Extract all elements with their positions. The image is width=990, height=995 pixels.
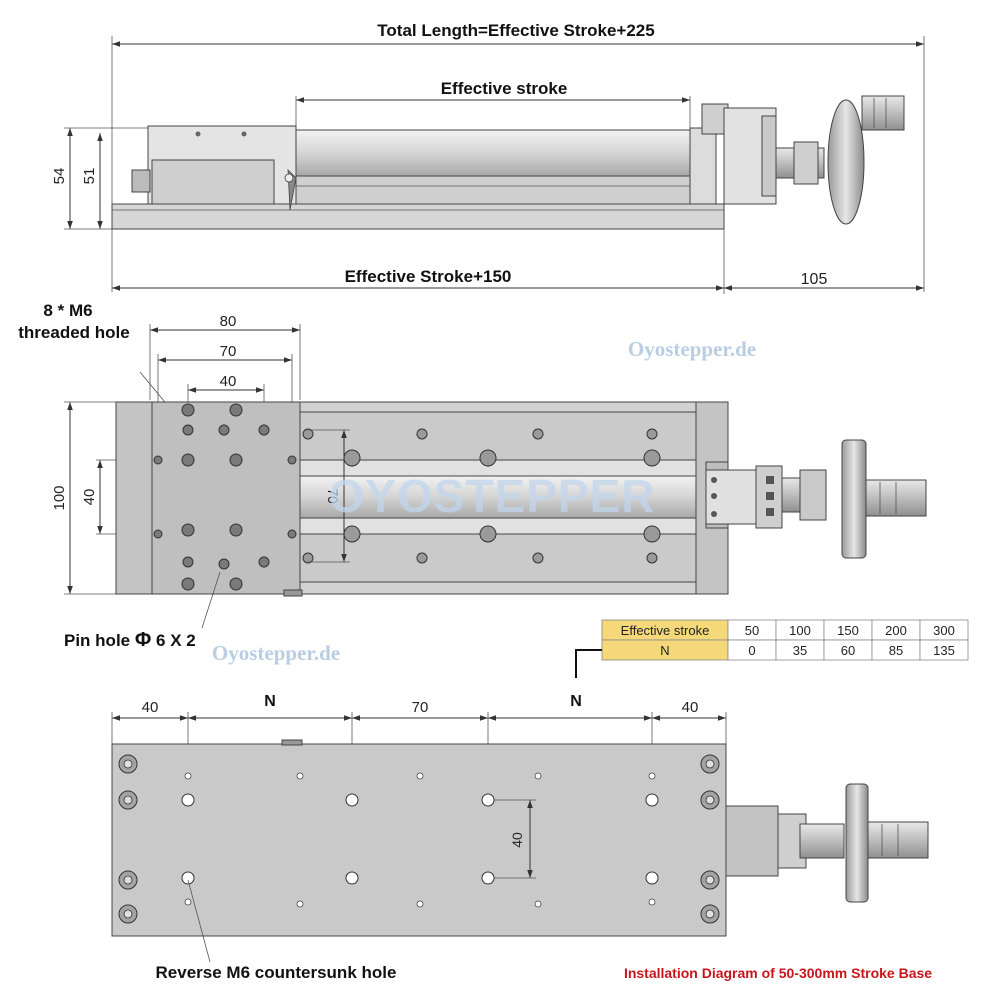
dim-105: 105 [801, 271, 828, 288]
total-length-label: Total Length=Effective Stroke+225 [377, 21, 654, 40]
table-cell: 300 [933, 623, 955, 638]
effective-stroke-label: Effective stroke [441, 79, 568, 98]
carriage-holes [153, 403, 297, 591]
base-dim-n-right: N [570, 693, 582, 710]
rail-holes [302, 428, 661, 564]
base-dim-70: 70 [412, 699, 429, 716]
side-view: Total Length=Effective Stroke+225 Effect… [51, 21, 925, 294]
base-dim-n-left: N [264, 693, 276, 710]
bottom-handwheel [845, 783, 869, 903]
table-cell: 0 [748, 643, 755, 658]
diagram-caption: Installation Diagram of 50-300mm Stroke … [624, 965, 932, 981]
stroke-table: Effective stroke N 50 100 150 200 300 0 … [601, 619, 969, 661]
table-pointer [575, 649, 602, 678]
countersunk-label: Reverse M6 countersunk hole [156, 963, 397, 982]
dim-40-left: 40 [81, 489, 98, 506]
threaded-hole-label-line1: 8 * M6 [43, 301, 92, 320]
table-header-effective-stroke: Effective stroke [621, 623, 710, 638]
plan-view: 8 * M6 threaded hole 80 70 40 100 40 [18, 301, 927, 651]
base-dim-40-right: 40 [682, 699, 699, 716]
table-cell: 200 [885, 623, 907, 638]
side-handwheel [827, 99, 865, 225]
table-cell: 85 [889, 643, 903, 658]
watermark-site-1: Oyostepper.de [628, 337, 756, 361]
bottom-motor-block [725, 805, 779, 877]
base-view: 40 N 70 N 40 40 [111, 693, 929, 982]
table-cell: 100 [789, 623, 811, 638]
base-length-label: Effective Stroke+150 [345, 267, 512, 286]
table-cell: 50 [745, 623, 759, 638]
base-dim-40-left: 40 [142, 699, 159, 716]
side-rail-cover [295, 129, 691, 177]
watermark-site-2: Oyostepper.de [212, 641, 340, 665]
table-header-n: N [660, 643, 669, 658]
table-cell: 35 [793, 643, 807, 658]
side-base-plate [111, 203, 725, 230]
dim-80: 80 [220, 313, 237, 330]
dim-40-top: 40 [220, 373, 237, 390]
threaded-hole-label-line2: threaded hole [18, 323, 129, 342]
plan-handwheel [841, 439, 867, 559]
dim-100: 100 [51, 485, 68, 510]
dim-70: 70 [220, 343, 237, 360]
watermark-brand: OYOSTEPPER [329, 470, 656, 522]
base-dim-40-vertical: 40 [509, 832, 525, 848]
dim-54: 54 [51, 168, 68, 185]
table-cell: 60 [841, 643, 855, 658]
table-cell: 150 [837, 623, 859, 638]
table-cell: 135 [933, 643, 955, 658]
dim-51: 51 [81, 168, 98, 185]
pin-hole-label: Pin hole Φ 6 X 2 [64, 629, 196, 651]
countersunk-holes [181, 793, 659, 885]
dim-70-vertical: 70 [325, 488, 341, 504]
